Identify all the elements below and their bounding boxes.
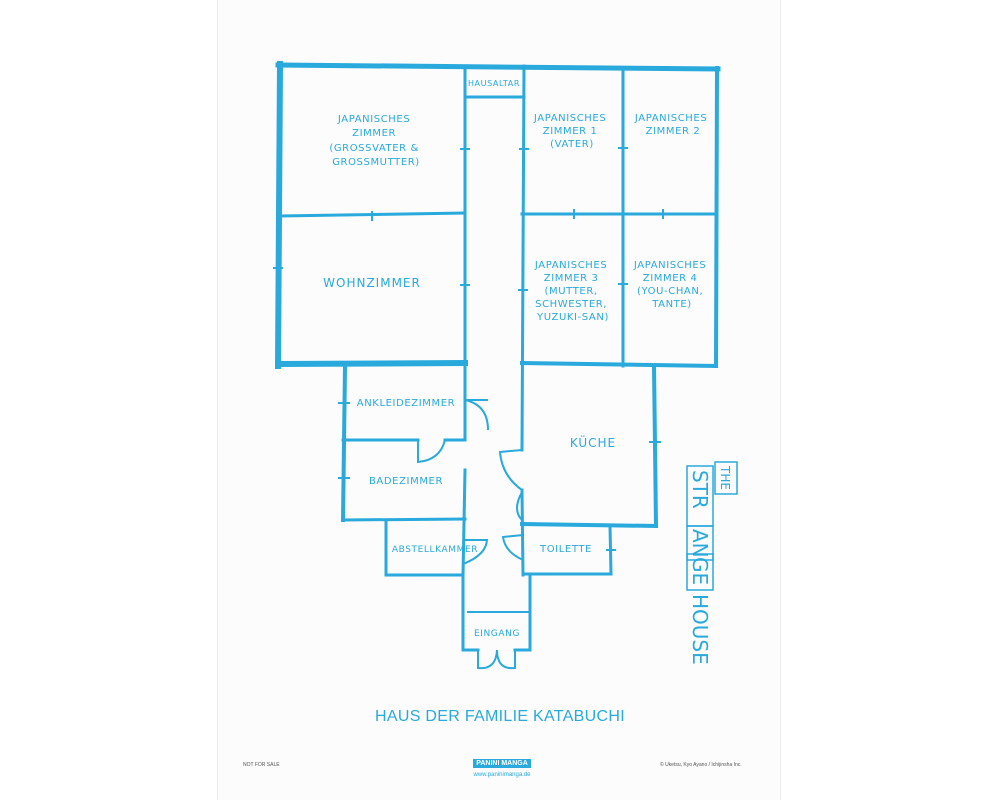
logo-box-an: [686, 525, 714, 561]
door-kueche: [498, 449, 523, 491]
room-labels: JAPANISCHES ZIMMER (GROSSVATER & GROSSMU…: [323, 79, 711, 639]
door-eingang: [477, 649, 516, 670]
the-strange-house-logo: THE STR AN GE HOUSE: [686, 461, 738, 665]
room-eingang: EINGANG: [474, 629, 520, 639]
wall-bad-bottom: [341, 517, 467, 522]
svg-text:STR: STR: [688, 470, 712, 509]
corridor-wall-left-lower: [461, 468, 467, 577]
publisher-block: PANINI MANGA www.paninimanga.de: [472, 752, 532, 778]
room-hausaltar: HAUSALTAR: [468, 79, 520, 88]
corridor-wall-right: [520, 64, 526, 452]
svg-text:THE: THE: [718, 465, 732, 490]
poster-sheet: [218, 0, 780, 800]
not-for-sale-note: NOT FOR SALE: [243, 762, 280, 768]
door-abstell: [462, 539, 489, 565]
outer-wall-right-upper: [713, 65, 720, 369]
room-abstellkammer: ABSTELLKAMMER: [392, 545, 478, 555]
plan-title: HAUS DER FAMILIE KATABUCHI: [375, 708, 625, 725]
room-toilette: TOILETTE: [539, 544, 592, 555]
logo-box-ge: [686, 553, 714, 591]
room-jz1: JAPANISCHES ZIMMER 1 (VATER): [533, 113, 610, 150]
wall-kueche-right: [651, 363, 659, 529]
publisher-logo: PANINI MANGA: [473, 759, 531, 768]
publisher-url: www.paninimanga.de: [473, 772, 531, 778]
room-jz2: JAPANISCHES ZIMMER 2: [634, 113, 711, 137]
outer-wall-top: [275, 62, 721, 72]
door-bad: [417, 439, 446, 464]
door-toilette: [501, 534, 524, 561]
room-kueche: KÜCHE: [570, 434, 616, 450]
svg-text:GE: GE: [688, 557, 712, 585]
room-wohnzimmer: WOHNZIMMER: [323, 276, 421, 290]
room-jz4: JAPANISCHES ZIMMER 4 (YOU-CHAN, TANTE): [633, 260, 710, 310]
room-badezimmer: BADEZIMMER: [369, 476, 443, 487]
outer-wall-main-bottom-right: [519, 360, 719, 369]
svg-text:HOUSE: HOUSE: [688, 594, 712, 665]
room-jz-grosseltern: JAPANISCHES ZIMMER (GROSSVATER & GROSSMU…: [329, 114, 422, 168]
room-jz3: JAPANISCHES ZIMMER 3 (MUTTER, SCHWESTER,…: [534, 260, 611, 323]
wall-ankleide-left: [340, 363, 348, 523]
outer-wall-main-bottom-left: [274, 359, 469, 368]
wall-kueche-bottom: [519, 521, 659, 529]
door-corridor-lower: [516, 491, 523, 523]
svg-text:AN: AN: [688, 529, 712, 558]
logo-box-the: [714, 461, 738, 495]
room-ankleidezimmer: ANKLEIDEZIMMER: [357, 398, 455, 409]
copyright-note: © Uketsu, Kyo Ayano / Ichijinsha Inc.: [660, 762, 742, 768]
door-ankleide: [464, 399, 489, 431]
